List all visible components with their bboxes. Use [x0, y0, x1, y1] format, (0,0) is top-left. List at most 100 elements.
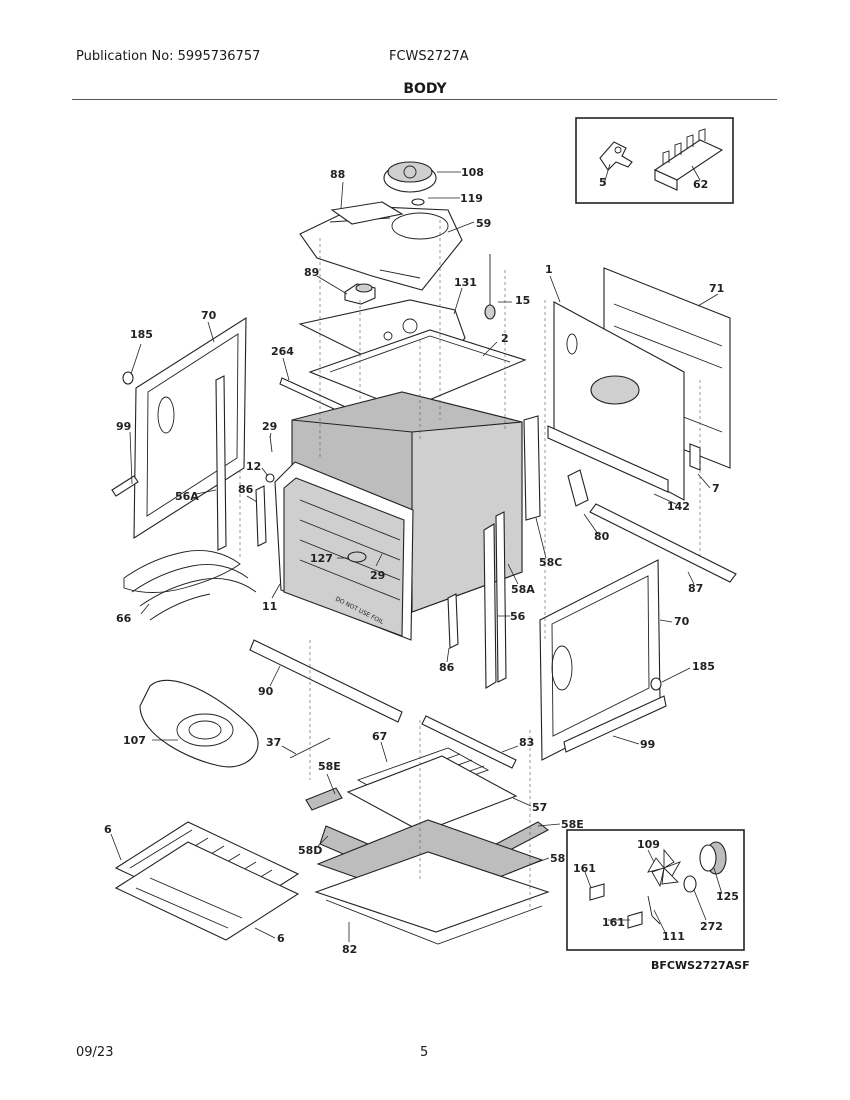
callout-108: 108: [461, 166, 484, 179]
side-rail-58C: [523, 415, 541, 521]
callout-71: 71: [709, 282, 724, 295]
duct-plate-88: [330, 201, 404, 225]
callout-86-left: 86: [238, 483, 254, 496]
section-title: BODY: [403, 81, 447, 97]
callout-185-right: 185: [692, 660, 715, 673]
bracket-80: [567, 469, 589, 507]
callout-37: 37: [266, 736, 281, 749]
callout-99-right: 99: [640, 738, 655, 751]
header-rule: [72, 99, 777, 100]
inset-box-convection: [566, 829, 745, 951]
grommet-185-right: [650, 677, 662, 691]
publication-number: Publication No: 5995736757: [76, 49, 261, 64]
callout-29-top: 29: [262, 420, 277, 433]
callout-99-left: 99: [116, 420, 131, 433]
callout-67: 67: [372, 730, 387, 743]
callout-59: 59: [476, 217, 491, 230]
callout-127: 127: [310, 552, 333, 565]
screw-29: [269, 435, 273, 453]
callout-2: 2: [501, 332, 509, 345]
callout-6-upper: 6: [104, 823, 112, 836]
fan-hub-119: [411, 198, 425, 206]
side-panel-left-70: [133, 316, 247, 540]
channel-142: [547, 425, 669, 493]
callout-109: 109: [637, 838, 660, 851]
top-panel-2: [308, 329, 527, 411]
callout-58E-left: 58E: [318, 760, 341, 773]
callout-83: 83: [519, 736, 534, 749]
bottom-pan-82: [314, 851, 550, 945]
callout-142: 142: [667, 500, 690, 513]
diagram-code: BFCWS2727ASF: [651, 959, 750, 972]
bracket-161-b: [627, 911, 643, 929]
callout-66: 66: [116, 612, 132, 625]
callout-89: 89: [304, 266, 319, 279]
callout-5: 5: [599, 176, 607, 189]
fan-blade-109: [647, 848, 682, 888]
side-rail-56: [495, 511, 507, 683]
callout-29-bottom: 29: [370, 569, 385, 582]
inset-box-clips: [575, 117, 734, 204]
callout-161-bottom: 161: [602, 916, 625, 929]
bracket-86-right: [447, 593, 459, 649]
callout-58: 58: [550, 852, 565, 865]
callout-11: 11: [262, 600, 277, 613]
bracket-99-right: [563, 695, 667, 753]
motor-125: [699, 841, 727, 875]
rail-87: [589, 503, 737, 583]
callout-58D: 58D: [298, 844, 322, 857]
callout-125: 125: [716, 890, 739, 903]
nut-111: [647, 895, 661, 925]
footer-date: 09/23: [76, 1045, 114, 1060]
callout-80: 80: [594, 530, 610, 543]
model-number: FCWS2727A: [389, 49, 469, 64]
callout-6-lower: 6: [277, 932, 285, 945]
oven-rack-6-lower: [114, 841, 300, 941]
callout-70-right: 70: [674, 615, 690, 628]
callout-111: 111: [662, 930, 685, 943]
callout-88: 88: [330, 168, 345, 181]
nut-272: [683, 875, 697, 893]
callout-56: 56: [510, 610, 526, 623]
callout-12: 12: [246, 460, 261, 473]
insulation-58E-left: [305, 787, 343, 811]
switch-89: [344, 283, 376, 305]
callout-86-right: 86: [439, 661, 455, 674]
callout-57: 57: [532, 801, 547, 814]
callout-15: 15: [515, 294, 530, 307]
callout-161-top: 161: [573, 862, 596, 875]
clip-part-5: [599, 141, 633, 171]
convection-cover-107: [139, 679, 259, 768]
callout-90: 90: [258, 685, 274, 698]
callout-87: 87: [688, 582, 703, 595]
callout-62: 62: [693, 178, 708, 191]
callout-7: 7: [712, 482, 720, 495]
callout-185-left: 185: [130, 328, 153, 341]
callout-264: 264: [271, 345, 294, 358]
side-rail-56A: [215, 375, 227, 551]
bottom-plate-57: [346, 755, 518, 833]
callout-58A: 58A: [511, 583, 535, 596]
vent-trim-90: [249, 639, 403, 723]
bracket-83: [421, 715, 517, 769]
fan-motor-108: [383, 161, 437, 193]
page-number: 5: [420, 1045, 429, 1060]
callout-82: 82: [342, 943, 357, 956]
bracket-86-left: [255, 485, 267, 547]
callout-70-left: 70: [201, 309, 217, 322]
callout-58E-right: 58E: [561, 818, 584, 831]
grommet-185-left: [122, 371, 134, 385]
callout-56A: 56A: [175, 490, 199, 503]
callout-58C: 58C: [539, 556, 562, 569]
back-panel-1: [553, 301, 685, 501]
light-127: [347, 551, 367, 563]
callout-107: 107: [123, 734, 146, 747]
probe-15: [484, 254, 496, 320]
bake-element-66: [123, 550, 257, 621]
callout-1: 1: [545, 263, 553, 276]
side-rail-58A: [483, 523, 497, 689]
callout-131: 131: [454, 276, 477, 289]
terminal-block-62: [653, 128, 724, 191]
callout-272: 272: [700, 920, 723, 933]
